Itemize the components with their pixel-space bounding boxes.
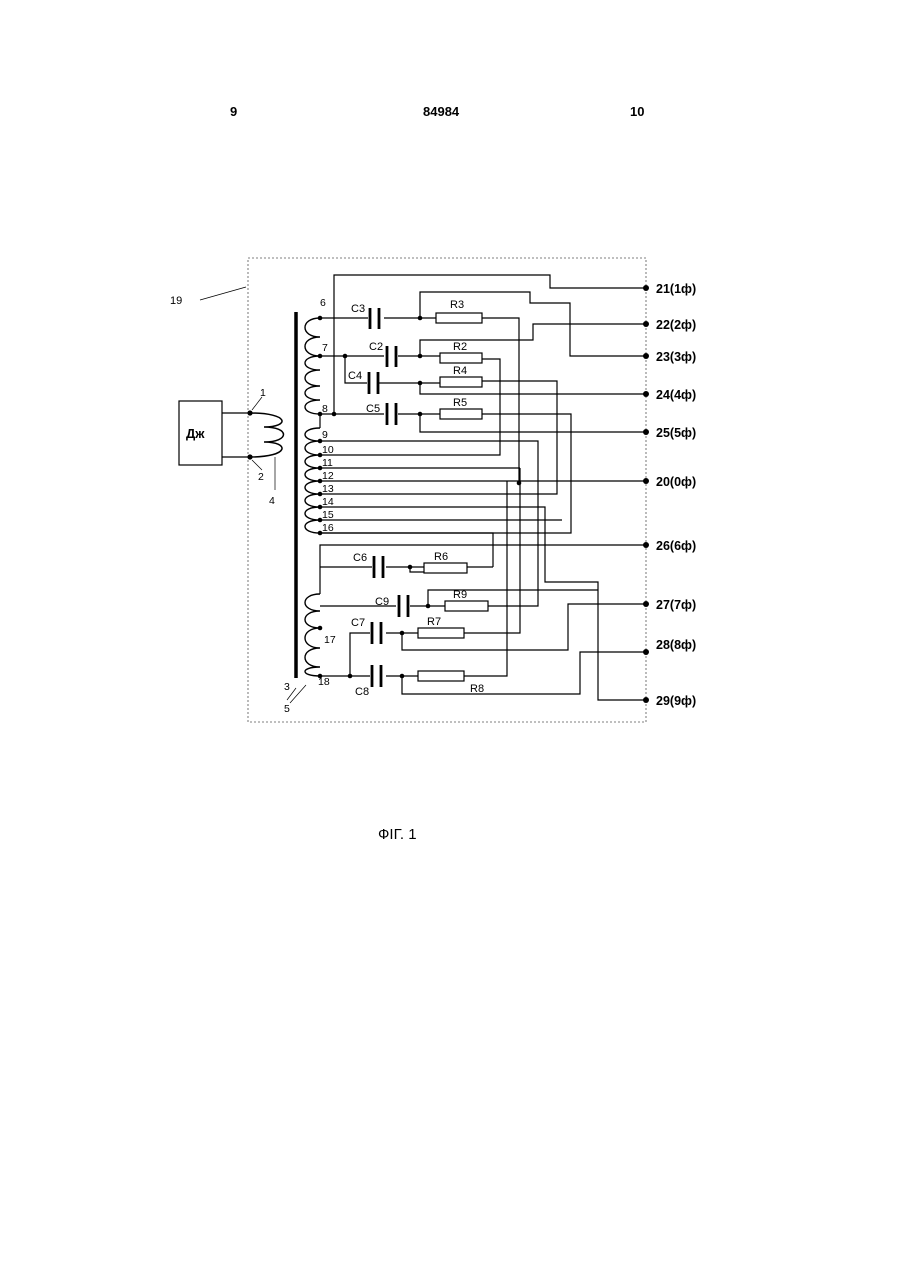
capacitor-c7 [372, 622, 381, 644]
label-r4: R4 [453, 365, 467, 377]
tap-17: 17 [324, 634, 336, 646]
resistor-r3 [436, 313, 482, 323]
label-c5: C5 [366, 403, 380, 415]
resistor-r5 [440, 409, 482, 419]
label-c7: C7 [351, 617, 365, 629]
terminal-26: 26(6ф) [656, 539, 696, 553]
label-r7: R7 [427, 616, 441, 628]
ref-4: 4 [269, 495, 275, 507]
tap-7: 7 [322, 342, 328, 354]
figure-caption: ФІГ. 1 [378, 826, 417, 843]
source-label: Дж [186, 426, 205, 441]
tap-16: 16 [322, 522, 334, 534]
resistor-r6 [424, 563, 467, 573]
tap-13: 13 [322, 483, 334, 495]
label-c2: C2 [369, 341, 383, 353]
capacitor-c5 [387, 403, 396, 425]
resistor-r9 [445, 601, 488, 611]
tap-10: 10 [322, 444, 334, 456]
capacitor-c8 [372, 665, 381, 687]
label-c9: C9 [375, 596, 389, 608]
circuit-diagram: 19 Дж 1 2 4 3 5 6 7 8 9 10 11 12 13 14 1… [0, 0, 901, 900]
capacitor-c4 [369, 372, 378, 394]
capacitor-c2 [387, 346, 396, 367]
ref-19: 19 [170, 295, 182, 307]
label-r2: R2 [453, 341, 467, 353]
ref-5: 5 [284, 703, 290, 715]
ref-2: 2 [258, 471, 264, 483]
terminal-22: 22(2ф) [656, 318, 696, 332]
terminal-29: 29(9ф) [656, 694, 696, 708]
tap-8: 8 [322, 403, 328, 415]
tap-12: 12 [322, 470, 334, 482]
ref-1: 1 [260, 387, 266, 399]
label-c4: C4 [348, 370, 362, 382]
tap-15: 15 [322, 509, 334, 521]
ref-3: 3 [284, 681, 290, 693]
resistor-r8 [418, 671, 464, 681]
terminal-21: 21(1ф) [656, 282, 696, 296]
label-c8: C8 [355, 686, 369, 698]
terminal-24: 24(4ф) [656, 388, 696, 402]
resistor-r7 [418, 628, 464, 638]
terminal-25: 25(5ф) [656, 426, 696, 440]
tap-18: 18 [318, 676, 330, 688]
terminal-27: 27(7ф) [656, 598, 696, 612]
capacitor-c6 [374, 556, 383, 578]
capacitor-c3 [370, 308, 379, 329]
terminal-28: 28(8ф) [656, 638, 696, 652]
resistor-r2 [440, 353, 482, 363]
terminal-20: 20(0ф) [656, 475, 696, 489]
label-r8: R8 [470, 683, 484, 695]
capacitor-c9 [399, 595, 408, 617]
resistor-r4 [440, 377, 482, 387]
tap-11: 11 [322, 457, 333, 469]
terminal-23: 23(3ф) [656, 350, 696, 364]
tap-6: 6 [320, 297, 326, 309]
tap-14: 14 [322, 496, 334, 508]
label-r3: R3 [450, 299, 464, 311]
tap-9: 9 [322, 429, 328, 441]
label-c6: C6 [353, 552, 367, 564]
label-r6: R6 [434, 551, 448, 563]
label-c3: C3 [351, 303, 365, 315]
label-r9: R9 [453, 589, 467, 601]
label-r5: R5 [453, 397, 467, 409]
